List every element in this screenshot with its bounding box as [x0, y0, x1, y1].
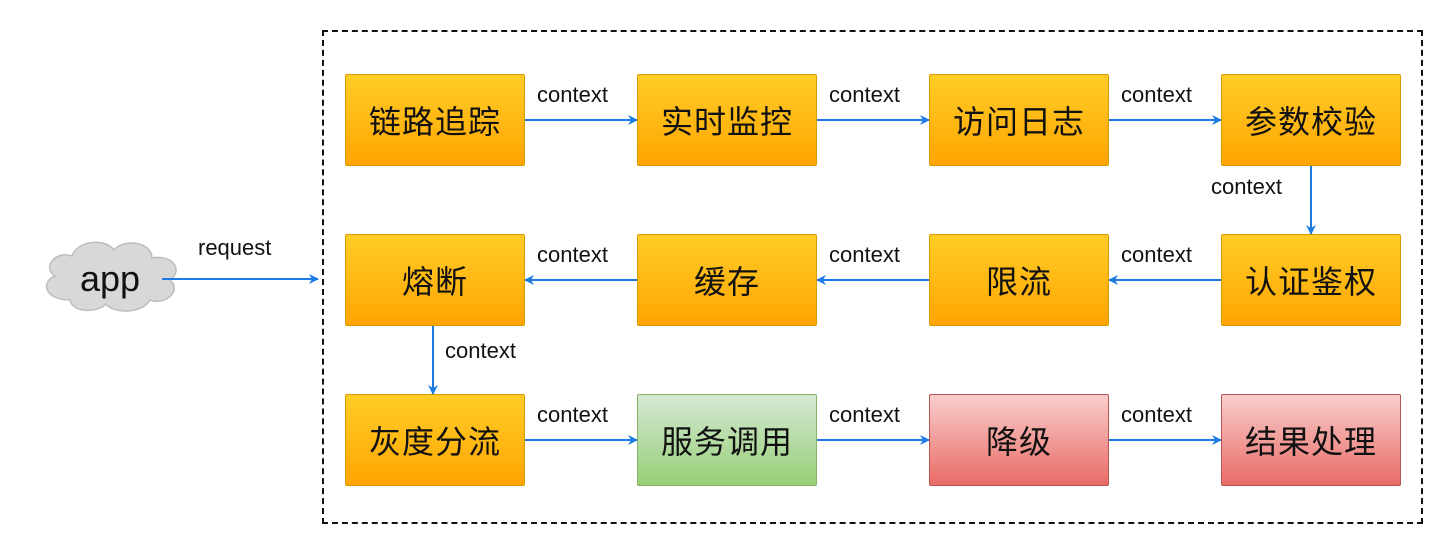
- edge-label: context: [829, 82, 900, 107]
- request-edge-label: request: [198, 235, 272, 260]
- edge-paths: [162, 115, 1316, 445]
- node-trace: 链路追踪: [345, 74, 525, 166]
- node-monitor: 实时监控: [637, 74, 817, 166]
- node-access-log: 访问日志: [929, 74, 1109, 166]
- app-cloud-icon: [45, 241, 177, 312]
- edge-label: context: [445, 338, 516, 363]
- node-gray-release: 灰度分流: [345, 394, 525, 486]
- node-circuit-breaker: 熔断: [345, 234, 525, 326]
- node-rate-limit: 限流: [929, 234, 1109, 326]
- client-app-label: app: [79, 258, 141, 299]
- edge-label: context: [1121, 242, 1192, 267]
- edge-label: context: [537, 82, 608, 107]
- node-auth: 认证鉴权: [1221, 234, 1401, 326]
- node-degrade: 降级: [929, 394, 1109, 486]
- node-param-check: 参数校验: [1221, 74, 1401, 166]
- edge-label: context: [829, 402, 900, 427]
- edge-label: context: [829, 242, 900, 267]
- edge-label: context: [1121, 402, 1192, 427]
- edge-label: context: [1211, 174, 1282, 199]
- edge-label: context: [537, 242, 608, 267]
- node-service-call: 服务调用: [637, 394, 817, 486]
- node-result: 结果处理: [1221, 394, 1401, 486]
- gateway-boundary: [322, 30, 1423, 524]
- edge-label: context: [537, 402, 608, 427]
- edge-label: context: [1121, 82, 1192, 107]
- node-cache: 缓存: [637, 234, 817, 326]
